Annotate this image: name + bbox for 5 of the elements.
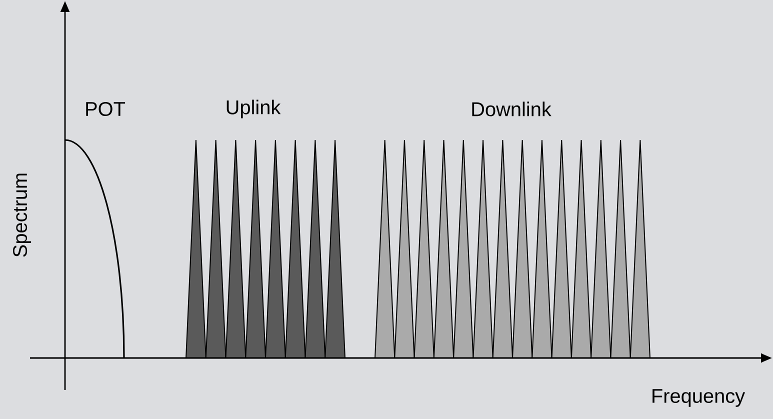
band-label: POT (86, 102, 126, 116)
axis-label: Frequency (652, 389, 746, 407)
band-label: Downlink (472, 102, 552, 116)
axis-label: Spectrum (13, 174, 32, 257)
band-label: Uplink (226, 100, 281, 118)
